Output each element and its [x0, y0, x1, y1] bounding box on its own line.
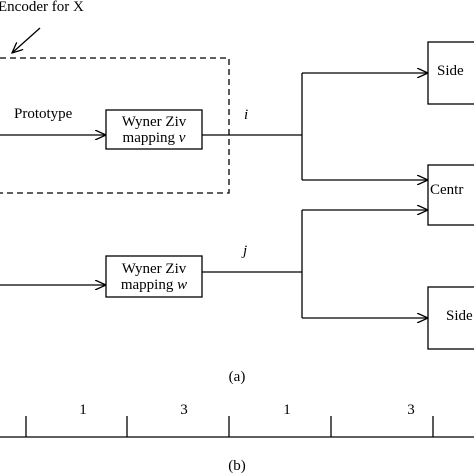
- encoder-label: Encoder for X: [0, 0, 84, 15]
- index-i-label: i: [244, 107, 248, 123]
- side-decoder-top: [427, 41, 474, 105]
- wyner-ziv-v-box: [105, 109, 203, 150]
- encoder-boundary: [0, 57, 230, 194]
- scale-label: 3: [180, 402, 188, 418]
- wyner-ziv-v-title: Wyner Ziv: [122, 114, 187, 130]
- central-decoder-label: Centr: [430, 182, 463, 198]
- scale-label: 1: [79, 402, 87, 418]
- wyner-ziv-w-subtitle: mapping w: [121, 277, 187, 293]
- caption-b: (b): [228, 458, 246, 474]
- side-decoder-top-label: Side: [437, 63, 464, 79]
- scale-label: 1: [283, 402, 291, 418]
- encoder-pointer-arrow: [12, 27, 41, 53]
- caption-a: (a): [229, 369, 246, 385]
- prototype-label: Prototype: [14, 106, 73, 122]
- central-decoder: [427, 164, 474, 226]
- wyner-ziv-w-box: [105, 255, 203, 298]
- wyner-ziv-v-subtitle: mapping v: [123, 130, 186, 146]
- scale-label: 3: [407, 402, 415, 418]
- side-decoder-bottom-label: Side: [446, 308, 473, 324]
- wyner-ziv-w-title: Wyner Ziv: [122, 261, 187, 277]
- index-j-label: j: [241, 243, 247, 259]
- side-decoder-bottom: [427, 286, 474, 350]
